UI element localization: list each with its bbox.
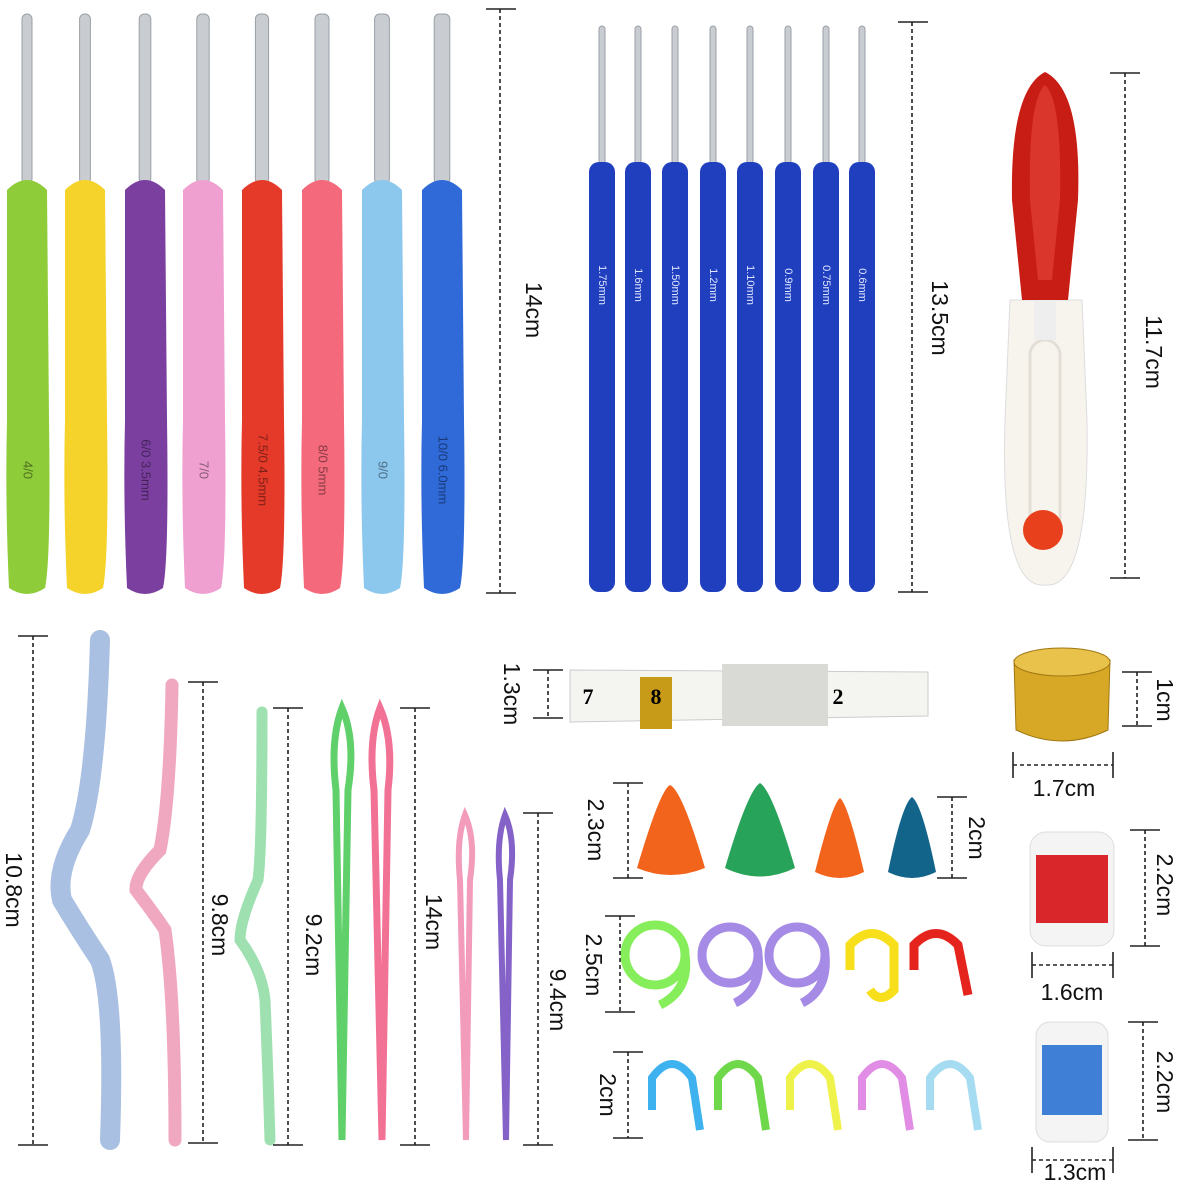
dimension-1.7cm: 1.7cm [1012, 752, 1114, 801]
steel-crochet-hook: 0.6mm [849, 25, 875, 592]
crochet-hook [64, 13, 108, 594]
thread-snips-scissors [1004, 72, 1088, 586]
hook-size-label: 7/0 [197, 461, 212, 479]
tape-digit: 8 [651, 684, 662, 709]
cable-needles [50, 630, 276, 1150]
dimension-label: 9.4cm [545, 969, 571, 1032]
dimension-9.8cm: 9.8cm [188, 681, 233, 1144]
dimension-2cm-markers: 2cm [595, 1051, 643, 1139]
dimension-label: 9.8cm [207, 894, 233, 957]
dimension-label: 2.3cm [583, 799, 609, 862]
dimension-2.2cm-red: 2.2cm [1130, 829, 1178, 947]
point-protectors [637, 783, 936, 878]
dimension-label: 2.2cm [1152, 854, 1178, 917]
steel-crochet-hook: 0.9mm [775, 25, 801, 592]
crochet-hook: 7.5/0 4.5mm [241, 13, 285, 594]
hook-size-label: 6/0 3.5mm [139, 439, 154, 500]
dimension-2.3cm: 2.3cm [583, 782, 643, 879]
dimension-2.2cm-blue: 2.2cm [1128, 1021, 1178, 1141]
dimension-2cm-protector: 2cm [937, 796, 990, 879]
steel-crochet-hook: 1.10mm [737, 25, 763, 592]
crochet-hook: 8/0 5mm [301, 13, 345, 594]
hook-size-label: 1.50mm [669, 265, 681, 305]
dimension-14cm-hooks: 14cm [486, 8, 547, 594]
steel-crochet-hooks: 1.75mm 1.6mm 1.50mm 1.2mm 1.10mm 0.9mm 0.75mm 0… [589, 25, 875, 592]
crochet-hook: 7/0 [182, 13, 226, 594]
hook-size-label: 7.5/0 4.5mm [256, 434, 271, 506]
steel-crochet-hook: 1.50mm [662, 25, 688, 592]
crochet-hook: 4/0 [6, 13, 50, 594]
thimble [1013, 647, 1111, 742]
hook-size-label: 4/0 [21, 461, 36, 479]
row-counter-blue [1035, 1021, 1109, 1143]
row-counter-red [1029, 831, 1115, 947]
dimension-label: 13.5cm [927, 280, 953, 355]
dimension-1cm: 1cm [1122, 671, 1178, 727]
dimension-label: 2cm [595, 1073, 621, 1116]
hook-size-label: 0.9mm [782, 268, 794, 302]
crochet-hook: 9/0 [361, 13, 405, 594]
dimension-9.2cm: 9.2cm [273, 707, 327, 1146]
dimension-label: 2cm [964, 816, 990, 859]
tape-digit: 2 [833, 684, 844, 709]
hook-size-label: 8/0 5mm [316, 445, 331, 496]
ergonomic-crochet-hooks: 4/0 6/0 3.5mm 7/0 7.5/0 4.5mm 8/0 5mm 9/0 10/0… [6, 13, 465, 594]
dimension-9.4cm: 9.4cm [523, 812, 571, 1146]
dimension-13.5cm: 13.5cm [898, 21, 953, 593]
dimension-label: 14cm [521, 282, 547, 338]
dimension-label: 1.3cm [499, 663, 525, 726]
hook-size-label: 10/0 6.0mm [436, 436, 451, 505]
plastic-yarn-needles [330, 698, 516, 1141]
dimension-1.6cm: 1.6cm [1031, 952, 1114, 1005]
dimension-14cm-needles: 14cm [400, 707, 447, 1146]
dimension-label: 14cm [421, 894, 447, 950]
dimension-label: 2.2cm [1152, 1051, 1178, 1114]
dimension-1.3cm-counter: 1.3cm [1031, 1147, 1114, 1185]
tape-digit: 7 [583, 684, 594, 709]
steel-crochet-hook: 1.6mm [625, 25, 651, 592]
tape-measure: 7 8 2 [569, 664, 929, 729]
dimension-label: 11.7cm [1141, 315, 1167, 389]
hook-size-label: 1.10mm [744, 265, 756, 305]
dimension-2.5cm: 2.5cm [581, 915, 635, 1013]
dimension-label: 1cm [1152, 678, 1178, 721]
dimension-label: 2.5cm [581, 934, 607, 997]
clip-stitch-markers [648, 1060, 982, 1131]
crochet-hook: 6/0 3.5mm [124, 13, 168, 594]
hook-size-label: 1.75mm [596, 265, 608, 305]
dimension-10.8cm: 10.8cm [1, 635, 48, 1146]
dimension-11.7cm: 11.7cm [1110, 72, 1167, 579]
dimension-1.3cm-tape: 1.3cm [499, 663, 563, 726]
hook-size-label: 9/0 [376, 461, 391, 479]
hook-size-label: 1.2mm [707, 268, 719, 302]
dimension-label: 1.7cm [1033, 775, 1096, 801]
dimension-label: 10.8cm [1, 852, 27, 927]
dimension-label: 1.3cm [1044, 1159, 1107, 1185]
steel-crochet-hook: 1.75mm [589, 25, 615, 592]
dimension-label: 9.2cm [301, 914, 327, 977]
dimension-label: 1.6cm [1041, 979, 1104, 1005]
crochet-hook: 10/0 6.0mm [421, 13, 465, 594]
steel-crochet-hook: 1.2mm [700, 25, 726, 592]
hook-size-label: 0.75mm [820, 265, 832, 305]
hook-size-label: 1.6mm [632, 268, 644, 302]
ring-stitch-markers [620, 920, 973, 1010]
hook-size-label: 0.6mm [856, 268, 868, 302]
steel-crochet-hook: 0.75mm [813, 25, 839, 592]
